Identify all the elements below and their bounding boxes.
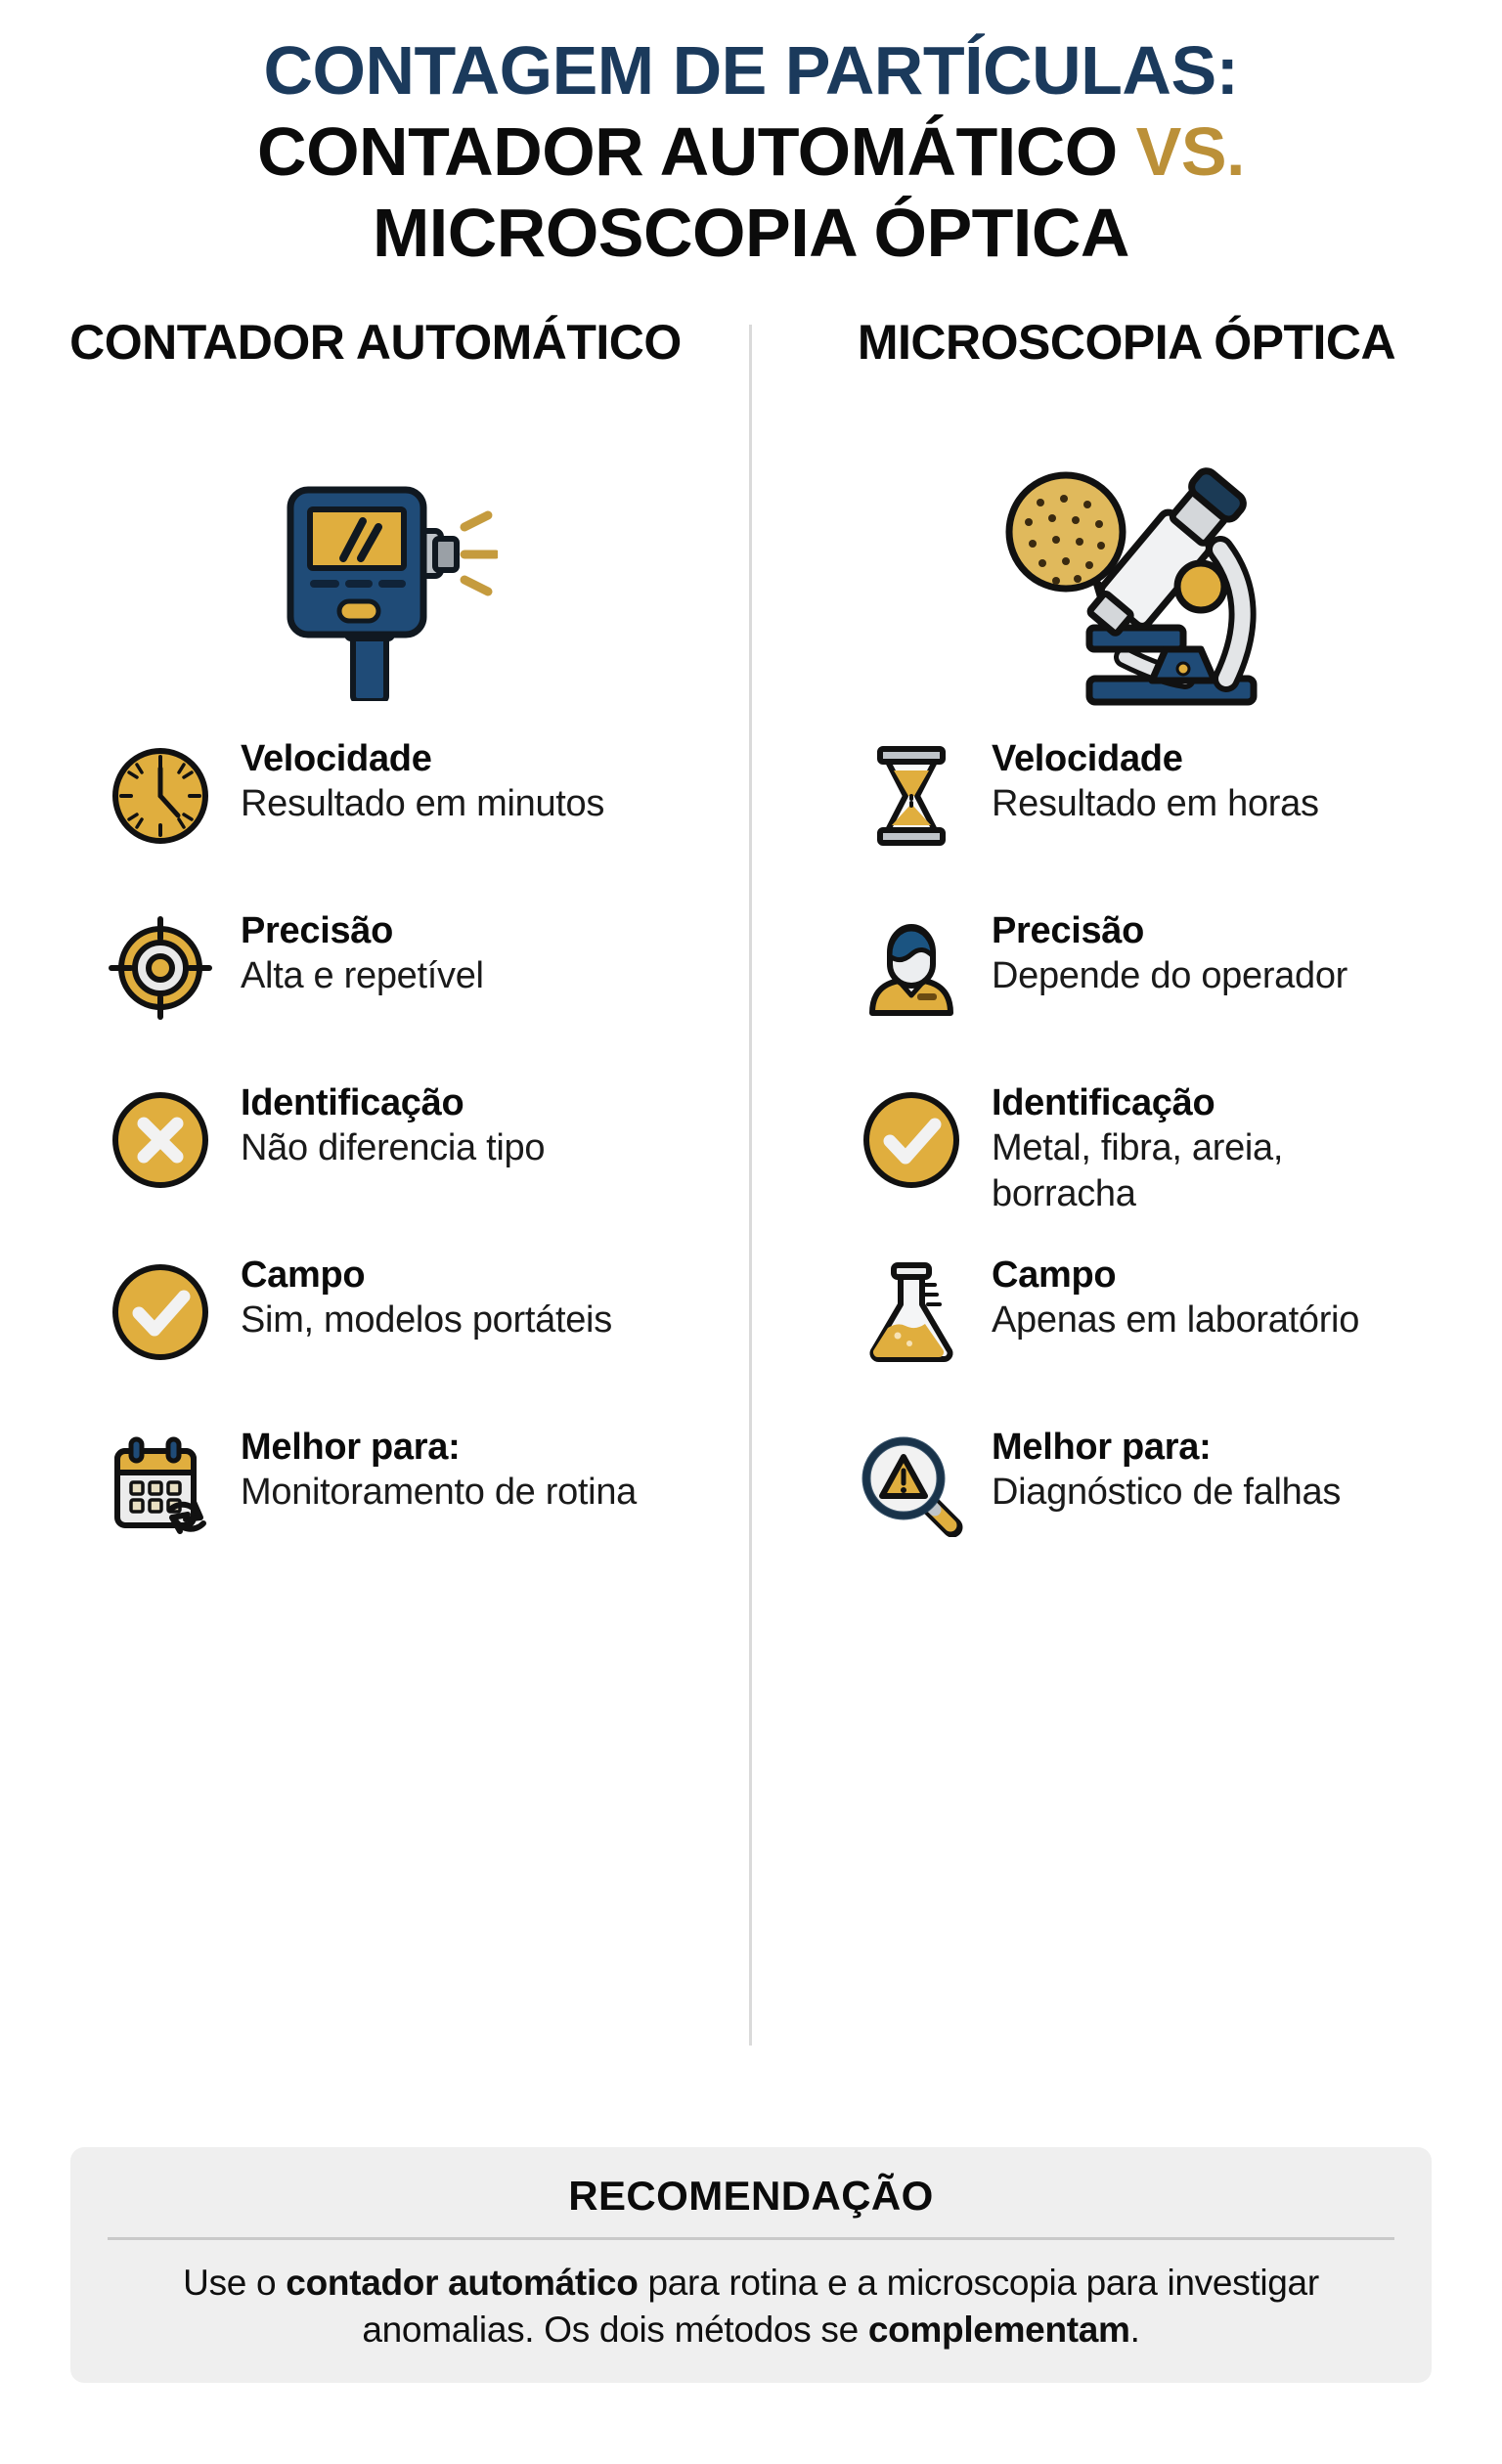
feature-value: Depende do operador xyxy=(992,955,1348,997)
feature-label: Campo xyxy=(241,1254,366,1297)
feature-label: Melhor para: xyxy=(992,1427,1212,1469)
feature-label: Velocidade xyxy=(241,738,432,780)
check-circle-icon xyxy=(853,1079,970,1197)
recommendation-bold-2: complementam xyxy=(867,2310,1130,2351)
feature-value: Sim, modelos portáteis xyxy=(241,1299,612,1342)
page-title: CONTAGEM DE PARTÍCULAS: CONTADOR AUTOMÁT… xyxy=(0,0,1502,268)
recommendation-bold-1: contador automático xyxy=(286,2263,639,2303)
target-crosshair-icon xyxy=(102,907,219,1025)
erlenmeyer-flask-icon xyxy=(853,1252,970,1369)
hourglass-icon xyxy=(853,735,970,853)
clock-icon xyxy=(102,735,219,853)
feature-text: Precisão Alta e repetível xyxy=(241,907,484,998)
comparison-columns: CONTADOR AUTOMÁTICO xyxy=(0,315,1502,2046)
column-header-optical-microscopy: MICROSCOPIA ÓPTICA xyxy=(857,315,1396,371)
feature-row: Campo Apenas em laboratório xyxy=(853,1252,1477,1398)
recommendation-text-1: Use o xyxy=(183,2263,287,2303)
column-divider xyxy=(749,325,752,2046)
column-header-automatic-counter: CONTADOR AUTOMÁTICO xyxy=(69,315,682,371)
check-circle-icon xyxy=(102,1252,219,1369)
feature-label: Precisão xyxy=(992,910,1145,952)
recommendation-panel: RECOMENDAÇÃO Use o contador automático p… xyxy=(70,2147,1432,2384)
column-optical-microscopy: MICROSCOPIA ÓPTICA xyxy=(751,315,1502,1596)
magnifier-warning-icon xyxy=(853,1424,970,1541)
recommendation-text-2: para rotina e a microscopia para investi… xyxy=(362,2263,1319,2351)
x-circle-icon xyxy=(102,1079,219,1197)
feature-row: Identificação Não diferencia tipo xyxy=(102,1079,726,1226)
feature-label: Precisão xyxy=(241,910,394,952)
feature-row: Campo Sim, modelos portáteis xyxy=(102,1252,726,1398)
feature-text: Campo Sim, modelos portáteis xyxy=(241,1252,612,1342)
feature-label: Identificação xyxy=(992,1082,1215,1124)
feature-text: Precisão Depende do operador xyxy=(992,907,1347,998)
feature-row: Precisão Depende do operador xyxy=(853,907,1477,1054)
recommendation-text-3: . xyxy=(1129,2310,1140,2351)
feature-text: Velocidade Resultado em horas xyxy=(992,735,1319,826)
feature-value: Resultado em minutos xyxy=(241,783,605,825)
feature-label: Velocidade xyxy=(992,738,1183,780)
feature-value: Monitoramento de rotina xyxy=(241,1472,637,1514)
feature-text: Identificação Não diferencia tipo xyxy=(241,1079,545,1170)
feature-row: Precisão Alta e repetível xyxy=(102,907,726,1054)
title-line-3: MICROSCOPIA ÓPTICA xyxy=(373,194,1130,271)
feature-row: Velocidade Resultado em horas xyxy=(853,735,1477,882)
title-vs-label: VS. xyxy=(1135,112,1246,190)
feature-label: Identificação xyxy=(241,1082,464,1124)
feature-value: Resultado em horas xyxy=(992,783,1319,825)
feature-text: Melhor para: Diagnóstico de falhas xyxy=(992,1424,1341,1515)
feature-label: Campo xyxy=(992,1254,1117,1297)
feature-value: Não diferencia tipo xyxy=(241,1127,546,1169)
recommendation-body: Use o contador automático para rotina e … xyxy=(104,2260,1398,2354)
title-line-2: CONTADOR AUTOMÁTICO VS. xyxy=(0,112,1502,190)
feature-row: Melhor para: Monitoramento de rotina xyxy=(102,1424,726,1570)
feature-text: Melhor para: Monitoramento de rotina xyxy=(241,1424,637,1515)
calendar-refresh-icon xyxy=(102,1424,219,1541)
feature-value: Alta e repetível xyxy=(241,955,484,997)
feature-value: Apenas em laboratório xyxy=(992,1299,1360,1342)
operator-person-icon xyxy=(853,907,970,1025)
microscope-icon xyxy=(776,432,1477,735)
feature-list-automatic-counter: Velocidade Resultado em minutos xyxy=(25,735,726,1570)
feature-row: Melhor para: Diagnóstico de falhas xyxy=(853,1424,1477,1570)
title-line-2-main: CONTADOR AUTOMÁTICO xyxy=(257,112,1118,190)
feature-text: Identificação Metal, fibra, areia, borra… xyxy=(992,1079,1412,1216)
feature-list-optical-microscopy: Velocidade Resultado em horas xyxy=(776,735,1477,1570)
feature-value: Metal, fibra, areia, borracha xyxy=(992,1127,1284,1214)
title-line-1: CONTAGEM DE PARTÍCULAS: xyxy=(263,32,1239,109)
feature-text: Campo Apenas em laboratório xyxy=(992,1252,1359,1342)
feature-row: Identificação Metal, fibra, areia, borra… xyxy=(853,1079,1477,1226)
feature-text: Velocidade Resultado em minutos xyxy=(241,735,604,826)
feature-label: Melhor para: xyxy=(241,1427,461,1469)
feature-value: Diagnóstico de falhas xyxy=(992,1472,1342,1514)
recommendation-divider xyxy=(108,2237,1394,2240)
particle-counter-device-icon xyxy=(25,432,726,735)
feature-row: Velocidade Resultado em minutos xyxy=(102,735,726,882)
column-automatic-counter: CONTADOR AUTOMÁTICO xyxy=(0,315,751,1596)
recommendation-title: RECOMENDAÇÃO xyxy=(568,2173,934,2219)
